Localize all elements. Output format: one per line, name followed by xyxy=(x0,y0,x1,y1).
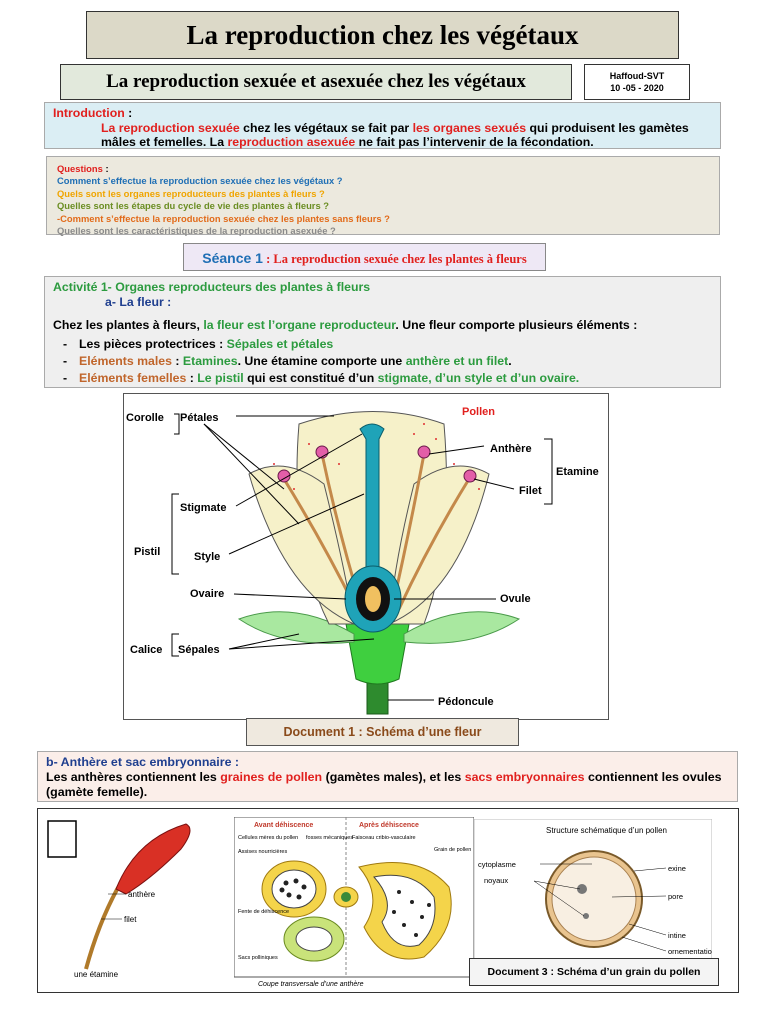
seance-banner: Séance 1 : La reproduction sexuée chez l… xyxy=(183,243,546,271)
intro-text-1: La reproduction sexuée xyxy=(101,120,240,135)
pollen-label-exine: exine xyxy=(668,864,686,873)
label-sepales: Sépales xyxy=(178,644,220,656)
activite-subtitle: a- La fleur : xyxy=(105,295,172,309)
label-filet: Filet xyxy=(519,485,542,497)
anthere-section-title: b- Anthère et sac embryonnaire : xyxy=(46,755,240,769)
pollen-label-pore: pore xyxy=(668,892,683,901)
list-item: Eléments femelles : Le pistil qui est co… xyxy=(53,370,712,387)
activite-label: Activité 1- xyxy=(53,280,112,294)
label-style: Style xyxy=(194,551,220,563)
label-corolle: Corolle xyxy=(126,412,164,424)
activite-p1c: . Une fleur comporte plusieurs éléments … xyxy=(395,318,638,332)
intro-colon: : xyxy=(124,106,133,120)
seance-title: : La reproduction sexuée chez les plante… xyxy=(262,252,527,266)
anther-section-figure: Avant déhiscence Après déhiscence Cellul… xyxy=(234,817,474,988)
label-apres: Après déhiscence xyxy=(359,822,419,829)
page-subtitle: La reproduction sexuée et asexuée chez l… xyxy=(60,64,572,100)
author-date: 10 -05 - 2020 xyxy=(610,83,664,93)
flower-diagram: Corolle Pétales Pollen Anthère Etamine F… xyxy=(123,393,609,720)
seance-label: Séance 1 xyxy=(202,250,263,266)
activite-p1b: la fleur est l’organe reproducteur xyxy=(203,318,396,332)
page-title: La reproduction chez les végétaux xyxy=(86,11,679,59)
activite-title: Organes reproducteurs des plantes à fleu… xyxy=(111,280,371,294)
label-calice: Calice xyxy=(130,644,162,656)
sepal-left xyxy=(237,611,355,644)
label-assises: Assises nourricières xyxy=(238,849,287,855)
intro-text-4: qui produisent les gamètes mâles et feme… xyxy=(101,120,689,150)
pollen-label-cytoplasme: cytoplasme xyxy=(478,860,516,869)
label-grain: Grain de pollen xyxy=(434,847,471,853)
pollen-title: Structure schématique d’un pollen xyxy=(546,826,667,835)
label-pedoncule: Pédoncule xyxy=(438,696,494,708)
label-etamine: Etamine xyxy=(556,466,599,478)
label-ovaire: Ovaire xyxy=(190,588,224,600)
intro-text-3: les organes sexués xyxy=(412,120,527,135)
anthere-section: b- Anthère et sac embryonnaire : Les ant… xyxy=(37,751,738,802)
label-fente: Fente de déhiscence xyxy=(238,909,289,915)
activite-p1a: Chez les plantes à fleurs, xyxy=(53,318,204,332)
question-2: Quels sont les organes reproducteurs des… xyxy=(57,187,325,199)
document-3-caption: Document 3 : Schéma d’un grain du pollen xyxy=(469,958,719,986)
label-anthere: Anthère xyxy=(490,443,532,455)
intro-text-5: reproduction asexuée xyxy=(227,135,356,149)
pollen-label-intine: intine xyxy=(668,931,686,940)
question-3: Quelles sont les étapes du cycle de vie … xyxy=(57,200,329,212)
flower-svg: Corolle Pétales Pollen Anthère Etamine F… xyxy=(126,406,599,715)
list-item: Les pièces protectrices : Sépales et pét… xyxy=(53,336,712,353)
questions-colon: : xyxy=(102,163,109,174)
pollen-label-ornementation: ornementation xyxy=(668,947,712,956)
figures-box: anthère filet une étamine Avant déhiscen… xyxy=(37,808,739,993)
label-cellules: Cellules mères du pollen xyxy=(238,835,298,841)
question-1: Comment s’effectue la reproduction sexué… xyxy=(57,175,343,187)
label-stigmate: Stigmate xyxy=(180,502,226,514)
activite-box: Activité 1- Organes reproducteurs des pl… xyxy=(44,276,721,388)
questions-label: Questions xyxy=(57,163,103,174)
label-pollen: Pollen xyxy=(462,406,495,418)
label-avant: Avant déhiscence xyxy=(254,822,313,829)
document-1-caption: Document 1 : Schéma d’une fleur xyxy=(246,718,519,746)
introduction-box: Introduction : La reproduction sexuée ch… xyxy=(44,102,721,149)
pollen-label-noyaux: noyaux xyxy=(484,876,508,885)
author-box: Haffoud-SVT 10 -05 - 2020 xyxy=(584,64,690,100)
anther-section-caption: Coupe transversale d’une anthère xyxy=(258,981,364,988)
label-petales: Pétales xyxy=(180,412,219,424)
questions-box: Questions : Comment s’effectue la reprod… xyxy=(46,156,720,237)
label-faisceau: Faisceau cribio-vasculaire xyxy=(352,835,416,841)
label-fosses: fosses mécaniques xyxy=(306,835,353,841)
intro-text-2: chez les végétaux se fait par xyxy=(239,120,413,135)
label-pistil: Pistil xyxy=(134,546,160,558)
label-sacs: Sacs polliniques xyxy=(238,955,278,961)
flower-elements-list: Les pièces protectrices : Sépales et pét… xyxy=(53,336,712,387)
intro-label: Introduction xyxy=(53,106,125,120)
etamine-label-anthere: anthère xyxy=(128,890,156,899)
petal-left xyxy=(248,465,355,625)
intro-text-6: ne fait pas l’intervenir de la fécondati… xyxy=(355,135,594,149)
label-ovule: Ovule xyxy=(500,593,531,605)
question-5: Quelles sont les caractéristiques de la … xyxy=(57,225,336,237)
etamine-figure: anthère filet une étamine xyxy=(47,820,191,979)
author-name: Haffoud-SVT xyxy=(609,71,665,81)
etamine-label-filet: filet xyxy=(124,915,137,924)
etamine-caption: une étamine xyxy=(74,970,119,979)
list-item: Eléments males : Etamines. Une étamine c… xyxy=(53,353,712,370)
pollen-figure: Structure schématique d’un pollen cytopl… xyxy=(474,819,712,959)
sepal-right xyxy=(403,611,521,644)
question-4: -Comment s’effectue la reproduction sexu… xyxy=(57,212,390,224)
